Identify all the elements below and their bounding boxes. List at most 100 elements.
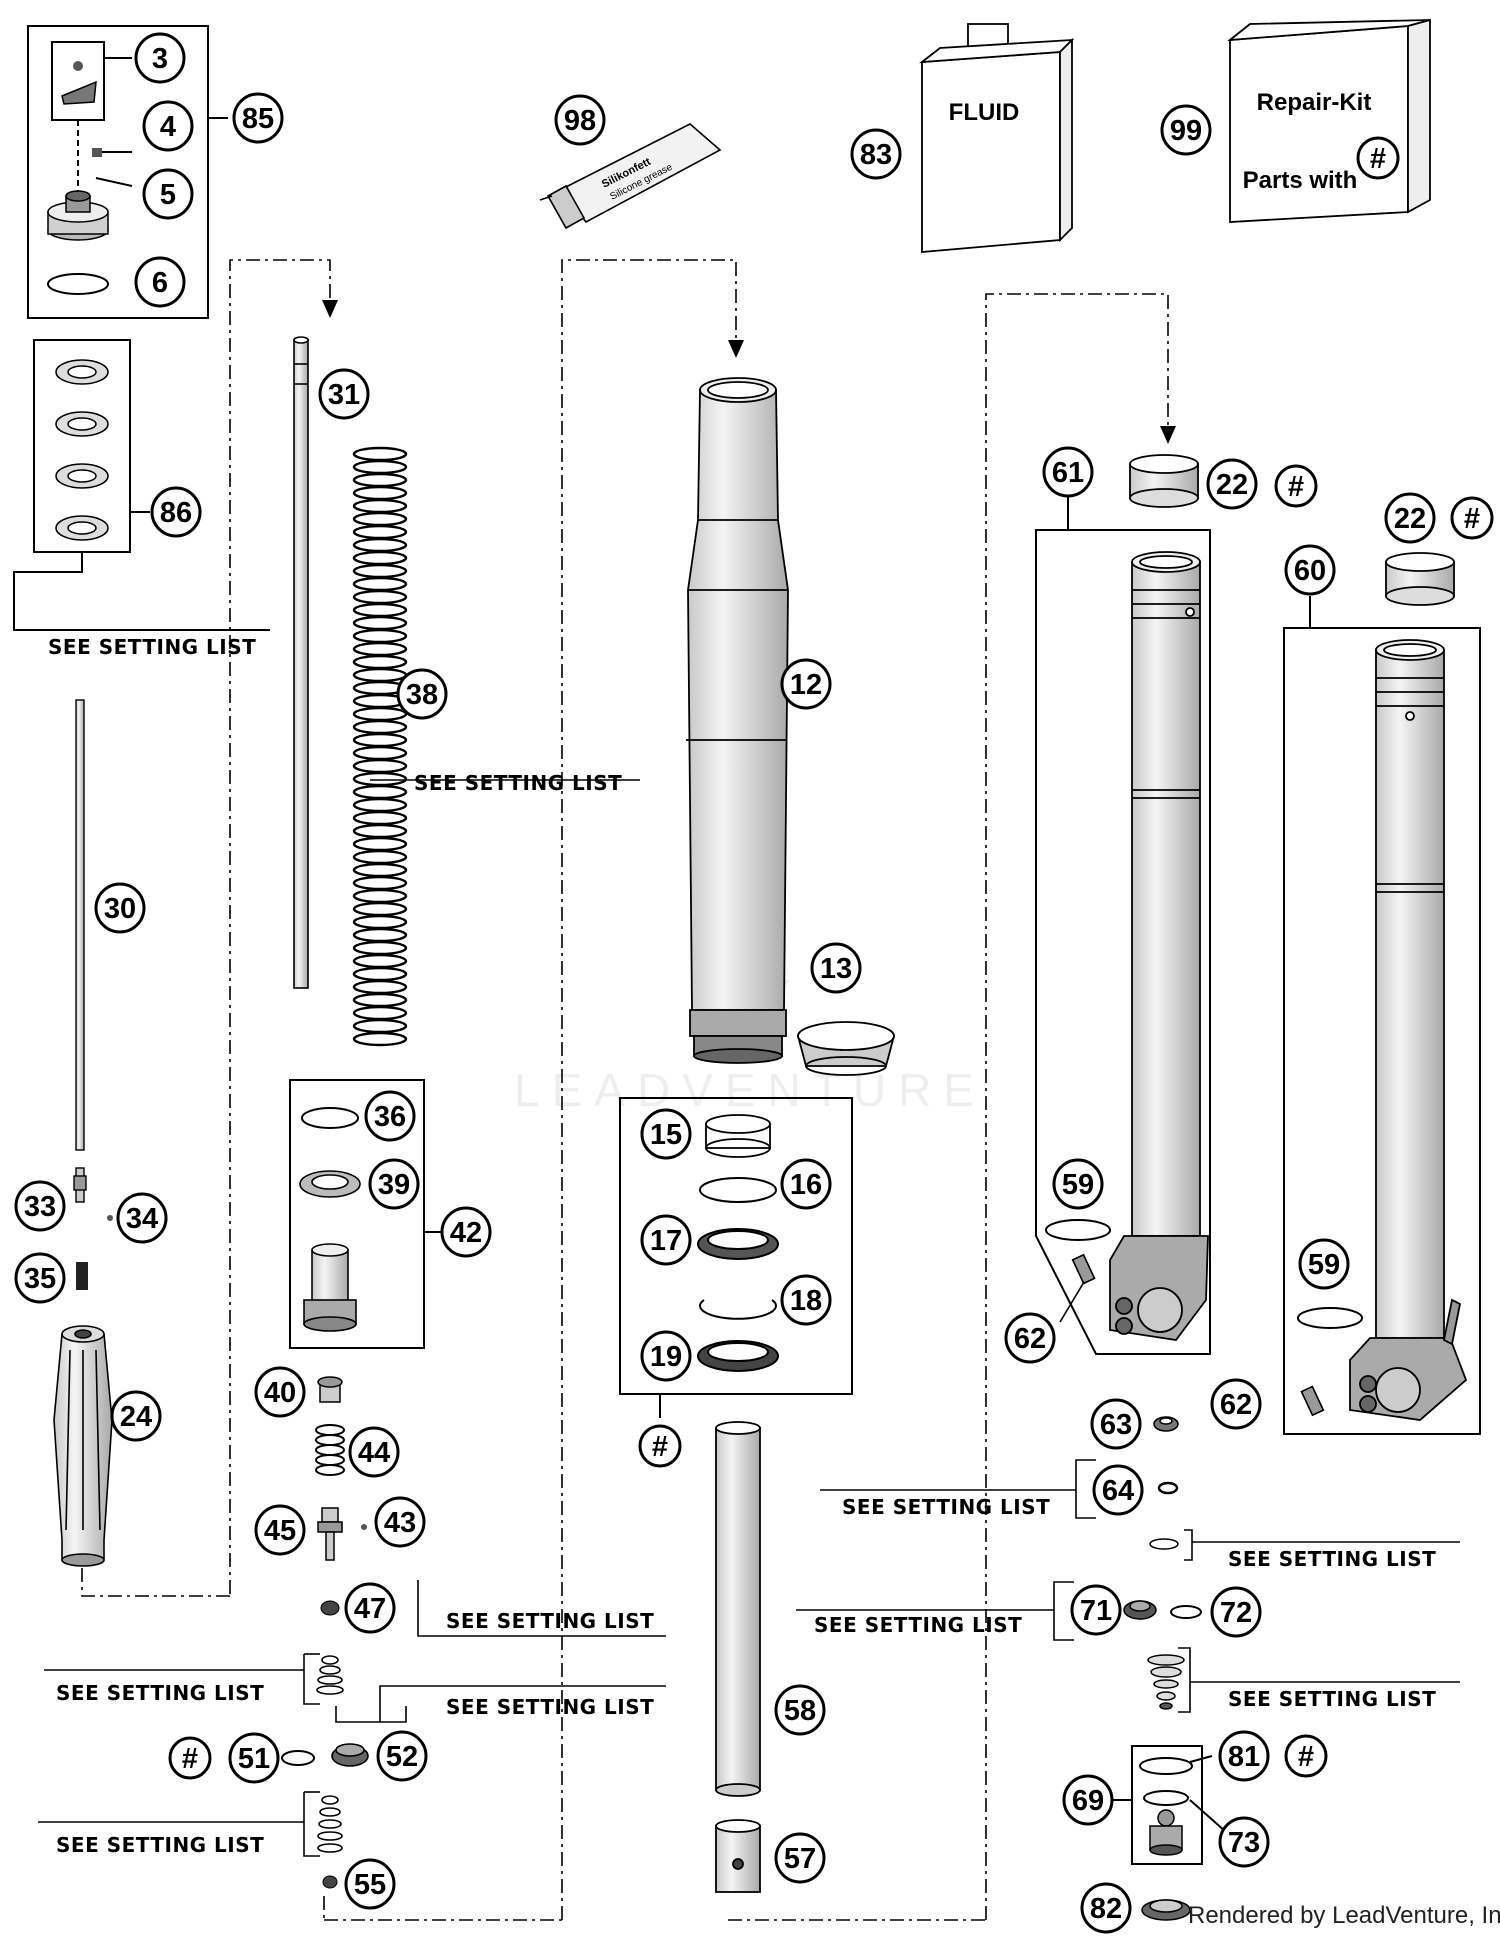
- callout-62-label: 62: [1014, 1323, 1046, 1355]
- oring-part-6: [47, 273, 109, 295]
- callout-3-label: 3: [152, 43, 168, 75]
- shim-stack-upper: [44, 1653, 344, 1705]
- spring-coil: [352, 537, 408, 553]
- callout-4: 4: [142, 100, 194, 152]
- spring-coil: [352, 472, 408, 488]
- callout-12-label: 12: [790, 669, 822, 701]
- spring-coil: [352, 914, 408, 930]
- callout-86-label: 86: [160, 497, 192, 529]
- setting-list-47: SEE SETTING LIST: [446, 1609, 654, 1633]
- ring-part-36: [301, 1107, 359, 1129]
- callout-57-label: 57: [784, 1843, 816, 1875]
- callout-repair-kit-mark-label: #: [1464, 503, 1480, 535]
- spring-coil: [352, 901, 408, 917]
- spring-coil: [352, 459, 408, 475]
- callout-19: 19: [640, 1330, 692, 1382]
- leader-shim-right: [1184, 1529, 1460, 1561]
- callout-34: 34: [116, 1192, 168, 1244]
- seal-part-17: [697, 1228, 779, 1260]
- callout-86: 86: [150, 486, 202, 538]
- cartridge-part-24: [53, 1325, 113, 1567]
- callout-43: 43: [374, 1496, 426, 1548]
- spring-coil: [352, 1018, 408, 1034]
- bushing-part-15: [705, 1114, 771, 1158]
- spring-coil: [352, 940, 408, 956]
- spring-coil: [352, 498, 408, 514]
- callout-69-label: 69: [1072, 1785, 1104, 1817]
- callout-repair-kit-mark-label: #: [1370, 143, 1386, 175]
- ring-part-51: [281, 1750, 315, 1766]
- spring-coil: [352, 524, 408, 540]
- adjuster-part-85: [47, 190, 109, 241]
- spring-coil: [352, 667, 408, 683]
- callout-61-label: 61: [1052, 457, 1084, 489]
- callout-repair-kit-mark-label: #: [1298, 1741, 1314, 1773]
- callout-18-label: 18: [790, 1285, 822, 1317]
- spring-coil: [352, 849, 408, 865]
- callout-16: 16: [780, 1158, 832, 1210]
- callout-71: 71: [1070, 1584, 1122, 1636]
- spring-coil: [352, 732, 408, 748]
- outer-tube-part-12: [686, 377, 789, 1064]
- callout-repair-kit-mark: #: [1284, 1734, 1328, 1778]
- seal-part-39: [299, 1170, 361, 1198]
- bushing-part-22b: [1385, 552, 1455, 606]
- callout-22: 22: [1384, 492, 1436, 544]
- oring-part-59a: [1045, 1219, 1111, 1241]
- spring-coil: [352, 576, 408, 592]
- callout-81-label: 81: [1228, 1741, 1260, 1773]
- callout-repair-kit-mark: #: [1274, 464, 1318, 508]
- nut-part-47: [320, 1600, 340, 1616]
- callout-47-label: 47: [354, 1593, 386, 1625]
- callout-58-label: 58: [784, 1695, 816, 1727]
- callout-43-label: 43: [384, 1507, 416, 1539]
- callout-72-label: 72: [1220, 1597, 1252, 1629]
- setting-list-stack-upper: SEE SETTING LIST: [56, 1681, 264, 1705]
- spring-coil: [352, 550, 408, 566]
- piston-part-42: [303, 1243, 357, 1332]
- spring-coil: [352, 1031, 408, 1047]
- setting-list-71: SEE SETTING LIST: [814, 1613, 1022, 1637]
- spring-coil: [352, 641, 408, 657]
- callout-34-label: 34: [126, 1203, 158, 1235]
- nut-part-63: [1153, 1416, 1179, 1432]
- spring-part-44: [315, 1424, 345, 1476]
- callout-55: 55: [344, 1858, 396, 1910]
- callout-22-label: 22: [1216, 469, 1248, 501]
- callout-repair-kit-mark-label: #: [182, 1743, 198, 1775]
- callout-repair-kit-mark: #: [1450, 496, 1494, 540]
- group-60: [1283, 596, 1481, 1435]
- group-69: [1112, 1745, 1227, 1865]
- callout-58: 58: [774, 1684, 826, 1736]
- fork-leg-part-60: [1349, 639, 1468, 1421]
- group-86: [13, 339, 270, 631]
- callout-59: 59: [1298, 1238, 1350, 1290]
- bushing-part-22a: [1129, 454, 1199, 508]
- callout-64: 64: [1092, 1464, 1144, 1516]
- oring-part-81: [1139, 1757, 1193, 1775]
- callout-24-label: 24: [120, 1401, 152, 1433]
- callout-82-label: 82: [1090, 1893, 1122, 1925]
- setting-list-52: SEE SETTING LIST: [446, 1695, 654, 1719]
- callout-38: 38: [396, 668, 448, 720]
- spring-coil: [352, 966, 408, 982]
- callout-44: 44: [348, 1426, 400, 1478]
- ring-part-72: [1170, 1605, 1202, 1619]
- callout-3: 3: [134, 32, 186, 84]
- spring-coil: [352, 836, 408, 852]
- oring-part-59b: [1297, 1307, 1363, 1329]
- group-61: [1035, 496, 1211, 1355]
- assembly-leader-left: [81, 259, 331, 1597]
- callout-30-label: 30: [104, 893, 136, 925]
- spring-part-35: [76, 1262, 88, 1290]
- callout-45-label: 45: [264, 1515, 296, 1547]
- callout-71-label: 71: [1080, 1595, 1112, 1627]
- callout-63: 63: [1090, 1398, 1142, 1450]
- fluid-bottle-part-83: [919, 23, 1075, 253]
- callout-98: 98: [554, 94, 606, 146]
- spring-coil: [352, 771, 408, 787]
- callout-6-label: 6: [152, 267, 168, 299]
- callout-85: 85: [232, 92, 284, 144]
- rod-part-30: [75, 699, 85, 1151]
